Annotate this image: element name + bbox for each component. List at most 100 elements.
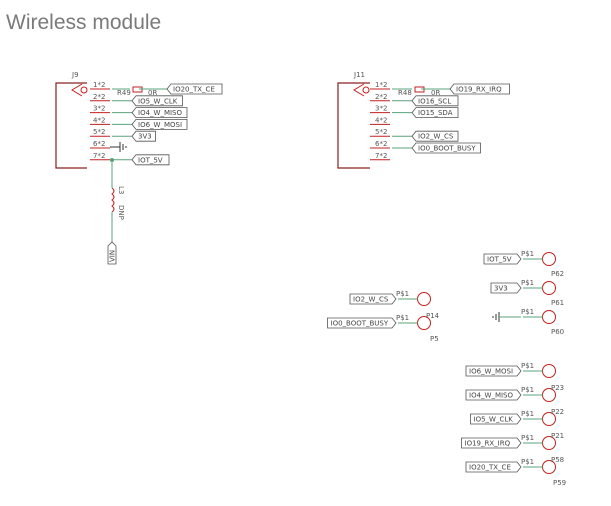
vin-net-flag (107, 241, 117, 265)
pad-net-0-label: IOT_5V (487, 256, 512, 264)
pad-circle (542, 310, 556, 324)
pad-ref-label: P21 (551, 432, 564, 440)
j11-pin-number: 1*2 (375, 81, 387, 89)
pad-pin-label: P$1 (521, 279, 534, 287)
j11-net-0-flag (449, 83, 510, 95)
j9-net-1-flag (131, 95, 183, 107)
pad-net-1-flag (465, 389, 522, 401)
pad-pin-label: P$1 (521, 458, 534, 466)
j11-pin-number: 3*2 (375, 105, 387, 113)
j9-ground-icon (119, 142, 127, 152)
j9-net-6-flag (131, 154, 170, 166)
j9-net-4-flag (131, 130, 156, 142)
j11-net-1-flag (411, 95, 459, 107)
j11-pin-number: 2*2 (375, 93, 387, 101)
j9-pin-number: 1*2 (93, 81, 105, 89)
j9-net-6-label: IOT_5V (138, 156, 163, 164)
pad-net-1-label: IO4_W_MISO (469, 392, 513, 400)
j9-net-0-label: IO20_TX_CE (173, 86, 215, 94)
pad-net-0-flag (483, 253, 522, 265)
j9-pin-number: 6*2 (93, 140, 105, 148)
j9-pin-number: 7*2 (93, 152, 105, 160)
j9-net-4-label: 3V3 (138, 133, 152, 141)
j11-net-1-label: IO16_SCL (418, 97, 451, 105)
inductor-l3-value: DNP (117, 205, 125, 220)
j11-pin-number: 6*2 (375, 140, 387, 148)
j9-net-3-flag (131, 119, 188, 130)
resistor-r49-ref: R49 (117, 89, 131, 97)
j11-net-5-flag (411, 142, 481, 154)
inductor-l3-ref: L3 (117, 186, 125, 194)
pad-pin-label: P$1 (521, 386, 534, 394)
j9-net-2-label: IO4_W_MISO (138, 109, 182, 117)
vin-net-label: VIN (109, 250, 117, 262)
pad-net-1-flag (327, 317, 397, 329)
j9-net-2-flag (131, 107, 188, 118)
pad-net-4-flag (465, 461, 522, 473)
pad-p59-ref: P59 (553, 479, 566, 487)
connector-j9-name: J9 (71, 71, 79, 79)
pad-net-1-label: IO0_BOOT_BUSY (331, 320, 389, 328)
j9-net-1-label: IO5_W_CLK (138, 97, 178, 105)
pad-ref-label: P62 (551, 270, 564, 278)
pad-net-2-label: IO5_W_CLK (474, 416, 514, 424)
pad-p5-ref: P5 (430, 335, 439, 343)
pad-pin-label: P$1 (521, 410, 534, 418)
pad-net-0-label: IO6_W_MOSI (469, 368, 513, 376)
pad-pin-label: P$1 (396, 290, 409, 298)
pad-net-3-flag (461, 437, 522, 449)
page-title: Wireless module (6, 11, 161, 34)
pad-net-4-label: IO20_TX_CE (469, 464, 511, 472)
connector-j11: J11 1*22*23*24*25*26*27*2 R48 0R IO19_RX… (337, 71, 510, 169)
inductor-l3-icon (111, 187, 115, 213)
pad-net-1-label: 3V3 (494, 285, 508, 293)
pad-circle (542, 364, 556, 378)
pad-ref-label: P22 (551, 408, 564, 416)
pad-circle (542, 252, 556, 266)
j9-pin-number: 2*2 (93, 93, 105, 101)
resistor-r48-value: 0R (431, 89, 440, 97)
pad-ref-label: P61 (551, 299, 564, 307)
connector-j11-name: J11 (353, 71, 365, 79)
pad-net-0-flag (465, 365, 522, 377)
pad-pin-label: P$1 (521, 308, 534, 316)
pad-pin-label: P$1 (521, 434, 534, 442)
connector-j9: J9 1*22*23*24*25*26*27*2 R49 0R IO20_TX_… (55, 71, 223, 265)
j11-pin-number: 7*2 (375, 152, 387, 160)
connector-j11-arrow (353, 83, 365, 97)
pad-net-0-flag (349, 293, 397, 305)
resistor-r49-value: 0R (148, 89, 157, 97)
j11-pin-number: 4*2 (375, 116, 387, 124)
j11-net-4-label: IO2_W_CS (418, 133, 454, 141)
j11-net-0-label: IO19_RX_IRQ (456, 86, 502, 94)
pad-ref-label: P14 (426, 312, 440, 320)
pad-circle (542, 281, 556, 295)
pad-ref-label: P60 (551, 328, 564, 336)
pad-pin-label: P$1 (396, 314, 409, 322)
pad-ground-icon (492, 312, 500, 322)
j11-net-2-label: IO15_SDA (418, 109, 453, 117)
j11-net-4-flag (411, 130, 459, 142)
connector-j11-pin1-marker (362, 86, 370, 94)
connector-j11-body (337, 82, 370, 169)
j9-net-0-flag (166, 83, 223, 95)
pad-circle (417, 292, 431, 306)
pad-net-2-flag (470, 413, 522, 425)
pad-net-1-flag (490, 282, 522, 294)
pad-pin-label: P$1 (521, 362, 534, 370)
connector-j9-pin1-marker (80, 86, 88, 94)
connector-j9-body (55, 82, 87, 169)
j11-net-2-flag (411, 107, 459, 118)
j9-pin-number: 4*2 (93, 116, 105, 124)
j11-pin-number: 5*2 (375, 128, 387, 136)
pad-pin-label: P$1 (521, 250, 534, 258)
j11-net-5-label: IO0_BOOT_BUSY (418, 145, 476, 153)
pad-ref-label: P23 (551, 384, 564, 392)
pad-ref-label: P58 (551, 456, 564, 464)
j9-pin-number: 3*2 (93, 105, 105, 113)
j9-net-3-label: IO6_W_MOSI (138, 121, 182, 129)
